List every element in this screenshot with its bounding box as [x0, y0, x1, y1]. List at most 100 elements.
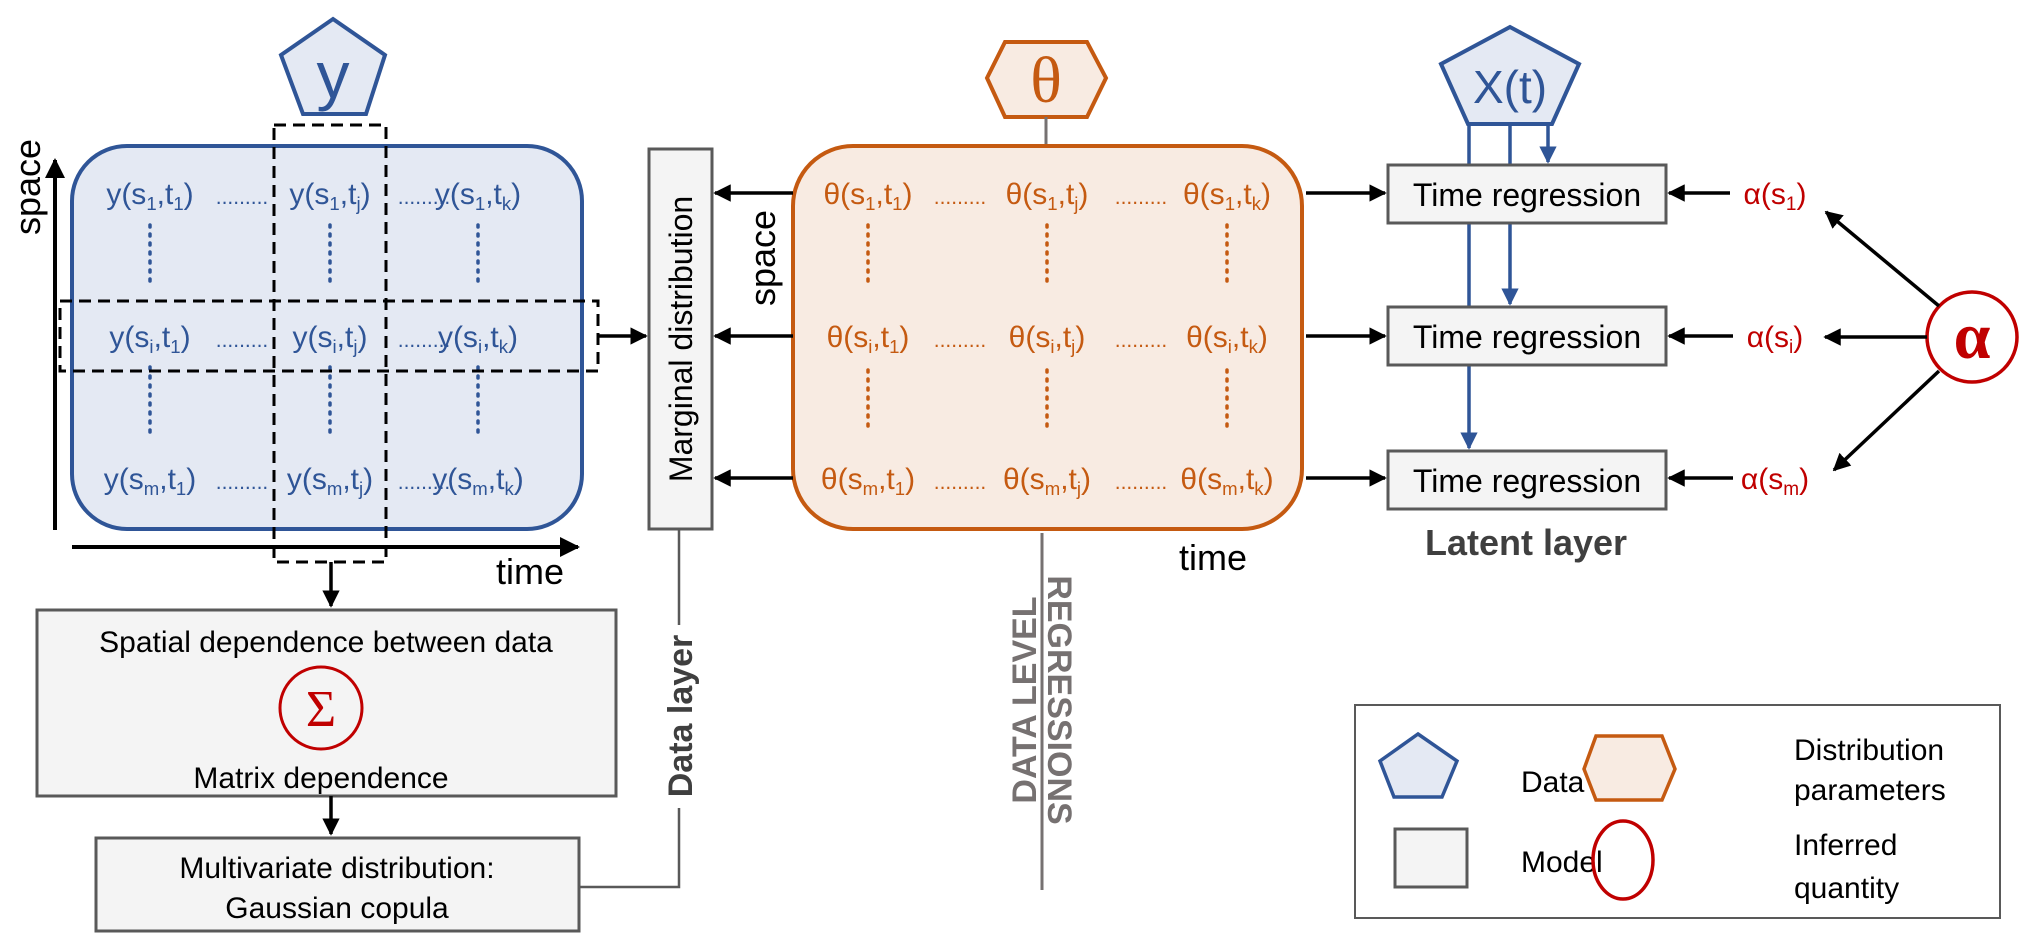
y_matrix-cell-r2-c2-mid: ,t — [488, 463, 505, 496]
theta_matrix-cell-r2-c1-s: m — [1045, 478, 1061, 499]
alpha-label-base: α(s — [1747, 321, 1789, 354]
theta_matrix-cell-r0-c2-s: 1 — [1225, 193, 1235, 214]
y_matrix-cell-r0-c0-end: ) — [184, 178, 194, 211]
theta_matrix-cell-r0-c2-base: θ(s — [1183, 178, 1225, 211]
theta_matrix-cell-r1-c1-s: i — [1050, 336, 1054, 357]
y_matrix-cell-r1-c1: y(si,tj) — [293, 321, 368, 357]
theta_matrix-cell-r0-c1-s: 1 — [1047, 193, 1057, 214]
regressions-label: REGRESSIONS — [1040, 575, 1078, 824]
theta-time-label: time — [1179, 537, 1247, 578]
space-axis-label: space — [7, 139, 48, 235]
theta_matrix-cell-r2-c1-base: θ(s — [1003, 463, 1045, 496]
y-data-node: y — [278, 16, 388, 116]
y_matrix-hdots: ......... — [398, 471, 451, 494]
y_matrix-hdots: ......... — [216, 186, 269, 209]
y_matrix-cell-r0-c1-end: ) — [361, 178, 371, 211]
y_matrix-cell-r1-c0-base: y(s — [109, 321, 149, 354]
y_matrix-cell-r0-c1-s: 1 — [329, 193, 339, 214]
y_matrix-cell-r2-c1-end: ) — [363, 463, 373, 496]
y_matrix-cell-r1-c0-s: i — [149, 336, 153, 357]
spatial-dependence-title: Spatial dependence between data — [99, 626, 553, 659]
spatial-dependence-box — [35, 608, 618, 798]
theta_matrix-cell-r2-c1-end: ) — [1081, 463, 1091, 496]
theta_matrix-cell-r0-c1-base: θ(s — [1006, 178, 1048, 211]
alpha-label-sub: 1 — [1786, 194, 1797, 215]
theta_matrix-cell-r1-c1-end: ) — [1075, 321, 1085, 354]
y_matrix-cell-r1-c0: y(si,t1) — [109, 321, 190, 357]
theta_matrix-cell-r1-c0-mid: ,t — [872, 321, 889, 354]
y_matrix-hdots: ......... — [216, 471, 269, 494]
theta_matrix-cell-r0-c0-end: ) — [903, 178, 913, 211]
time-regression-label-i: Time regression — [1413, 319, 1641, 355]
y_matrix-cell-r1-c2-base: y(s — [438, 321, 478, 354]
theta_matrix-cell-r2-c2-mid: ,t — [1238, 463, 1255, 496]
theta_matrix-cell-r2-c0-end: ) — [905, 463, 915, 496]
theta_matrix-cell-r0-c0-base: θ(s — [823, 178, 865, 211]
time-regression-box-i: Time regression — [1386, 305, 1668, 367]
theta_matrix-cell-r2-c0: θ(sm,t1) — [821, 463, 915, 499]
theta_matrix-cell-r0-c1: θ(s1,tj) — [1006, 178, 1089, 214]
covariate-node-label: X(t) — [1473, 61, 1547, 113]
theta_matrix-cell-r1-c0-t: 1 — [889, 336, 899, 357]
y_matrix-cell-r1-c1-end: ) — [357, 321, 367, 354]
theta_matrix-cell-r2-c0-t: 1 — [895, 478, 905, 499]
theta_matrix-cell-r2-c0-s: m — [863, 478, 879, 499]
y_matrix-cell-r2-c2-t: k — [504, 478, 514, 499]
theta_matrix-cell-r2-c1-t: j — [1076, 478, 1081, 499]
time-regression-label-m: Time regression — [1413, 463, 1641, 499]
alpha-label-sub: i — [1789, 337, 1793, 358]
y_matrix-cell-r2-c1: y(sm,tj) — [287, 463, 373, 499]
theta_matrix-cell-r1-c2-end: ) — [1258, 321, 1268, 354]
y_matrix-cell-r0-c1-mid: ,t — [340, 178, 357, 211]
y_matrix-cell-r2-c0-s: m — [144, 478, 160, 499]
theta_matrix-hdots: ......... — [934, 186, 987, 209]
covariate-node: X(t) — [1438, 24, 1582, 126]
legend-dist-line2: parameters — [1794, 774, 1946, 807]
theta_matrix-cell-r2-c1-mid: ,t — [1060, 463, 1077, 496]
legend-data-label: Data — [1521, 766, 1585, 799]
theta_matrix-cell-r1-c2-mid: ,t — [1232, 321, 1249, 354]
y_matrix-cell-r0-c1-t: j — [355, 193, 360, 214]
alpha-label-end: ) — [1796, 178, 1806, 211]
theta_matrix-cell-r2-c2-s: m — [1222, 478, 1238, 499]
theta_matrix-hdots: ......... — [1115, 329, 1168, 352]
theta_matrix-cell-r1-c2-s: i — [1228, 336, 1232, 357]
y_matrix-cell-r2-c1-base: y(s — [287, 463, 327, 496]
theta_matrix-cell-r1-c1-base: θ(s — [1009, 321, 1051, 354]
theta_matrix-cell-r2-c0-base: θ(s — [821, 463, 863, 496]
theta_matrix-cell-r0-c2-mid: ,t — [1235, 178, 1252, 211]
latent-layer-label: Latent layer — [1425, 522, 1627, 563]
theta-matrix-cells: θ(s1,t1)θ(s1,tj)θ(s1,tk)................… — [821, 178, 1274, 499]
theta_matrix-cell-r0-c2: θ(s1,tk) — [1183, 178, 1271, 214]
theta_matrix-cell-r1-c0: θ(si,t1) — [827, 321, 910, 357]
marginal-distribution-label: Marginal distribution — [663, 196, 699, 482]
y_matrix-cell-r2-c0-base: y(s — [104, 463, 144, 496]
theta_matrix-cell-r2-c0-mid: ,t — [878, 463, 895, 496]
y_matrix-cell-r1-c1-s: i — [333, 336, 337, 357]
multivariate-distribution-box — [94, 836, 581, 933]
theta_matrix-cell-r1-c0-s: i — [868, 336, 872, 357]
multivariate-line1: Multivariate distribution: — [179, 852, 494, 885]
y_matrix-cell-r2-c2-base: y(s — [432, 463, 472, 496]
alpha-label-1: α(si) — [1747, 321, 1804, 358]
legend-model-label: Model — [1521, 846, 1603, 879]
theta_matrix-cell-r2-c2-t: k — [1254, 478, 1264, 499]
y_matrix-cell-r0-c2-s: 1 — [475, 193, 485, 214]
alpha-label-2: α(sm) — [1741, 463, 1809, 500]
y_matrix-hdots: ......... — [398, 186, 451, 209]
y_matrix-cell-r0-c0-mid: ,t — [157, 178, 174, 211]
matrix-dependence-label: Matrix dependence — [193, 762, 448, 795]
theta_matrix-cell-r1-c1-mid: ,t — [1055, 321, 1072, 354]
y_matrix-cell-r2-c0-end: ) — [186, 463, 196, 496]
y_matrix-cell-r0-c2-mid: ,t — [485, 178, 502, 211]
y_matrix-cell-r1-c2: y(si,tk) — [438, 321, 518, 357]
y_matrix-cell-r1-c0-t: 1 — [170, 336, 180, 357]
y_matrix-cell-r2-c1-t: j — [358, 478, 363, 499]
theta_matrix-cell-r2-c2-base: θ(s — [1180, 463, 1222, 496]
theta_matrix-hdots: ......... — [934, 329, 987, 352]
time-regression-box-1: Time regression — [1386, 163, 1668, 225]
legend-inferred-circle-icon — [1591, 819, 1655, 901]
alpha-to-alpham-arrow — [1832, 369, 1941, 472]
data-layer-bracket — [579, 808, 681, 889]
theta_matrix-cell-r0-c0-s: 1 — [865, 193, 875, 214]
